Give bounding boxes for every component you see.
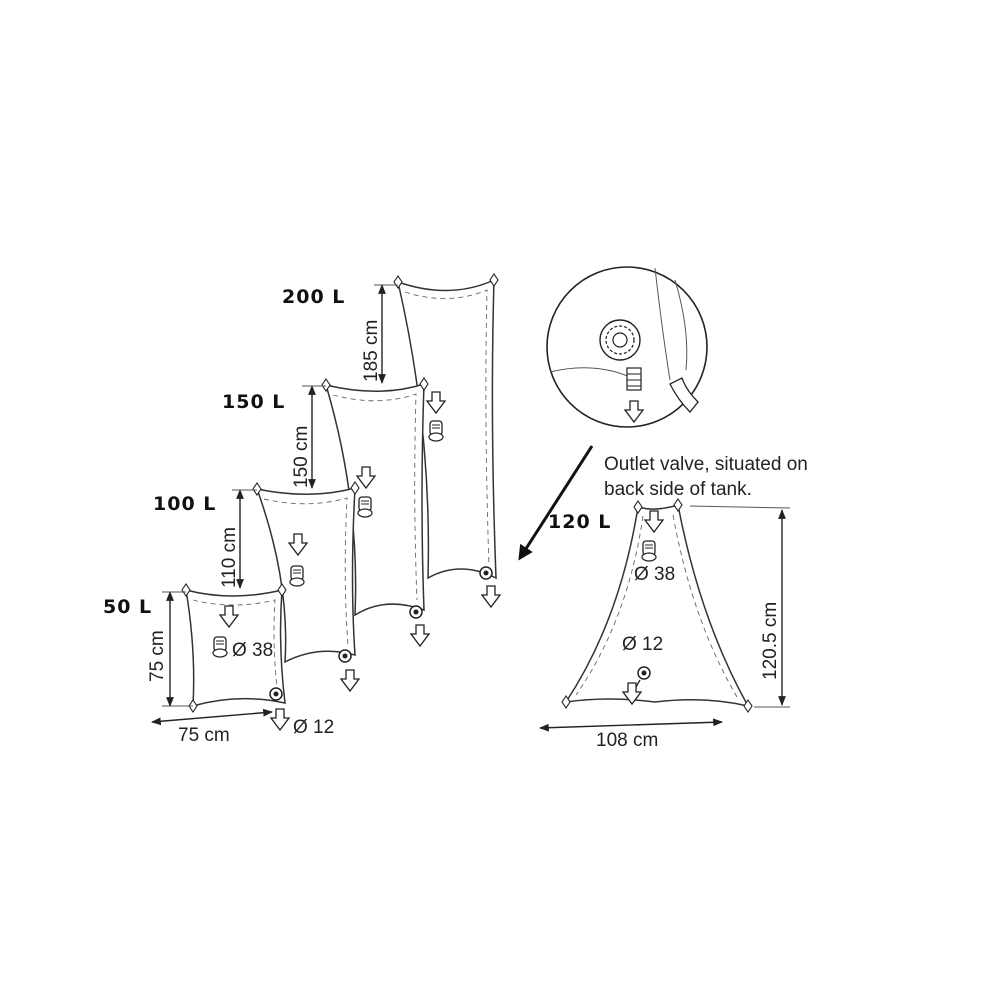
flow-arrow-icon	[340, 669, 360, 692]
tank-120l-body	[564, 504, 750, 708]
tank-200l-capacity: 200 L	[282, 286, 345, 308]
flow-arrow-icon	[481, 585, 501, 608]
tank-120l-width: 108 cm	[596, 730, 658, 751]
tank-50l-height: 75 cm	[147, 630, 168, 682]
outlet-valve-icon	[479, 566, 493, 580]
tank-100l-height: 110 cm	[219, 527, 240, 588]
outlet-valve-icon	[338, 649, 352, 663]
tank-100l-capacity: 100 L	[153, 493, 216, 515]
inlet-valve-icon	[428, 420, 444, 442]
tank-120l-capacity: 120 L	[548, 511, 611, 533]
tank-50l-width: 75 cm	[178, 725, 230, 746]
tank-150l-height: 150 cm	[291, 426, 312, 488]
tank-200l-body	[396, 278, 497, 580]
tank-200l-height: 185 cm	[361, 320, 382, 382]
valve-38-label: Ø 38	[232, 640, 273, 661]
callout-pointer-arrow	[518, 445, 594, 561]
tank-120l-valve-38-label: Ø 38	[634, 564, 675, 585]
callout-text-line2: back side of tank.	[604, 479, 752, 500]
tank-120l-height: 120.5 cm	[760, 602, 781, 680]
tank-120l: Ø 38 Ø 12 120 L 120.5 cm 108 cm	[539, 498, 791, 751]
inlet-valve-icon	[212, 636, 228, 658]
tank-120l-valve-12-label: Ø 12	[622, 634, 663, 655]
tank-50l-capacity: 50 L	[103, 596, 152, 618]
inlet-valve-icon	[357, 496, 373, 518]
valve-detail-callout: Outlet valve, situated on back side of t…	[518, 266, 808, 561]
tank-150l-capacity: 150 L	[222, 391, 285, 413]
tank-200l: 200 L 185 cm	[282, 273, 501, 608]
flow-arrow-icon	[410, 624, 430, 647]
outlet-valve-icon	[409, 605, 423, 619]
outlet-valve-icon	[269, 687, 283, 701]
flow-arrow-icon	[270, 708, 290, 731]
inlet-valve-icon	[289, 565, 305, 587]
callout-text-line1: Outlet valve, situated on	[604, 454, 808, 475]
valve-12-label: Ø 12	[293, 717, 334, 738]
tank-50l: Ø 38 Ø 12 50 L 75 cm 75 cm	[103, 583, 334, 746]
outlet-valve-icon	[637, 666, 651, 680]
inlet-valve-icon	[641, 540, 657, 562]
tank-50l-body	[185, 588, 286, 708]
